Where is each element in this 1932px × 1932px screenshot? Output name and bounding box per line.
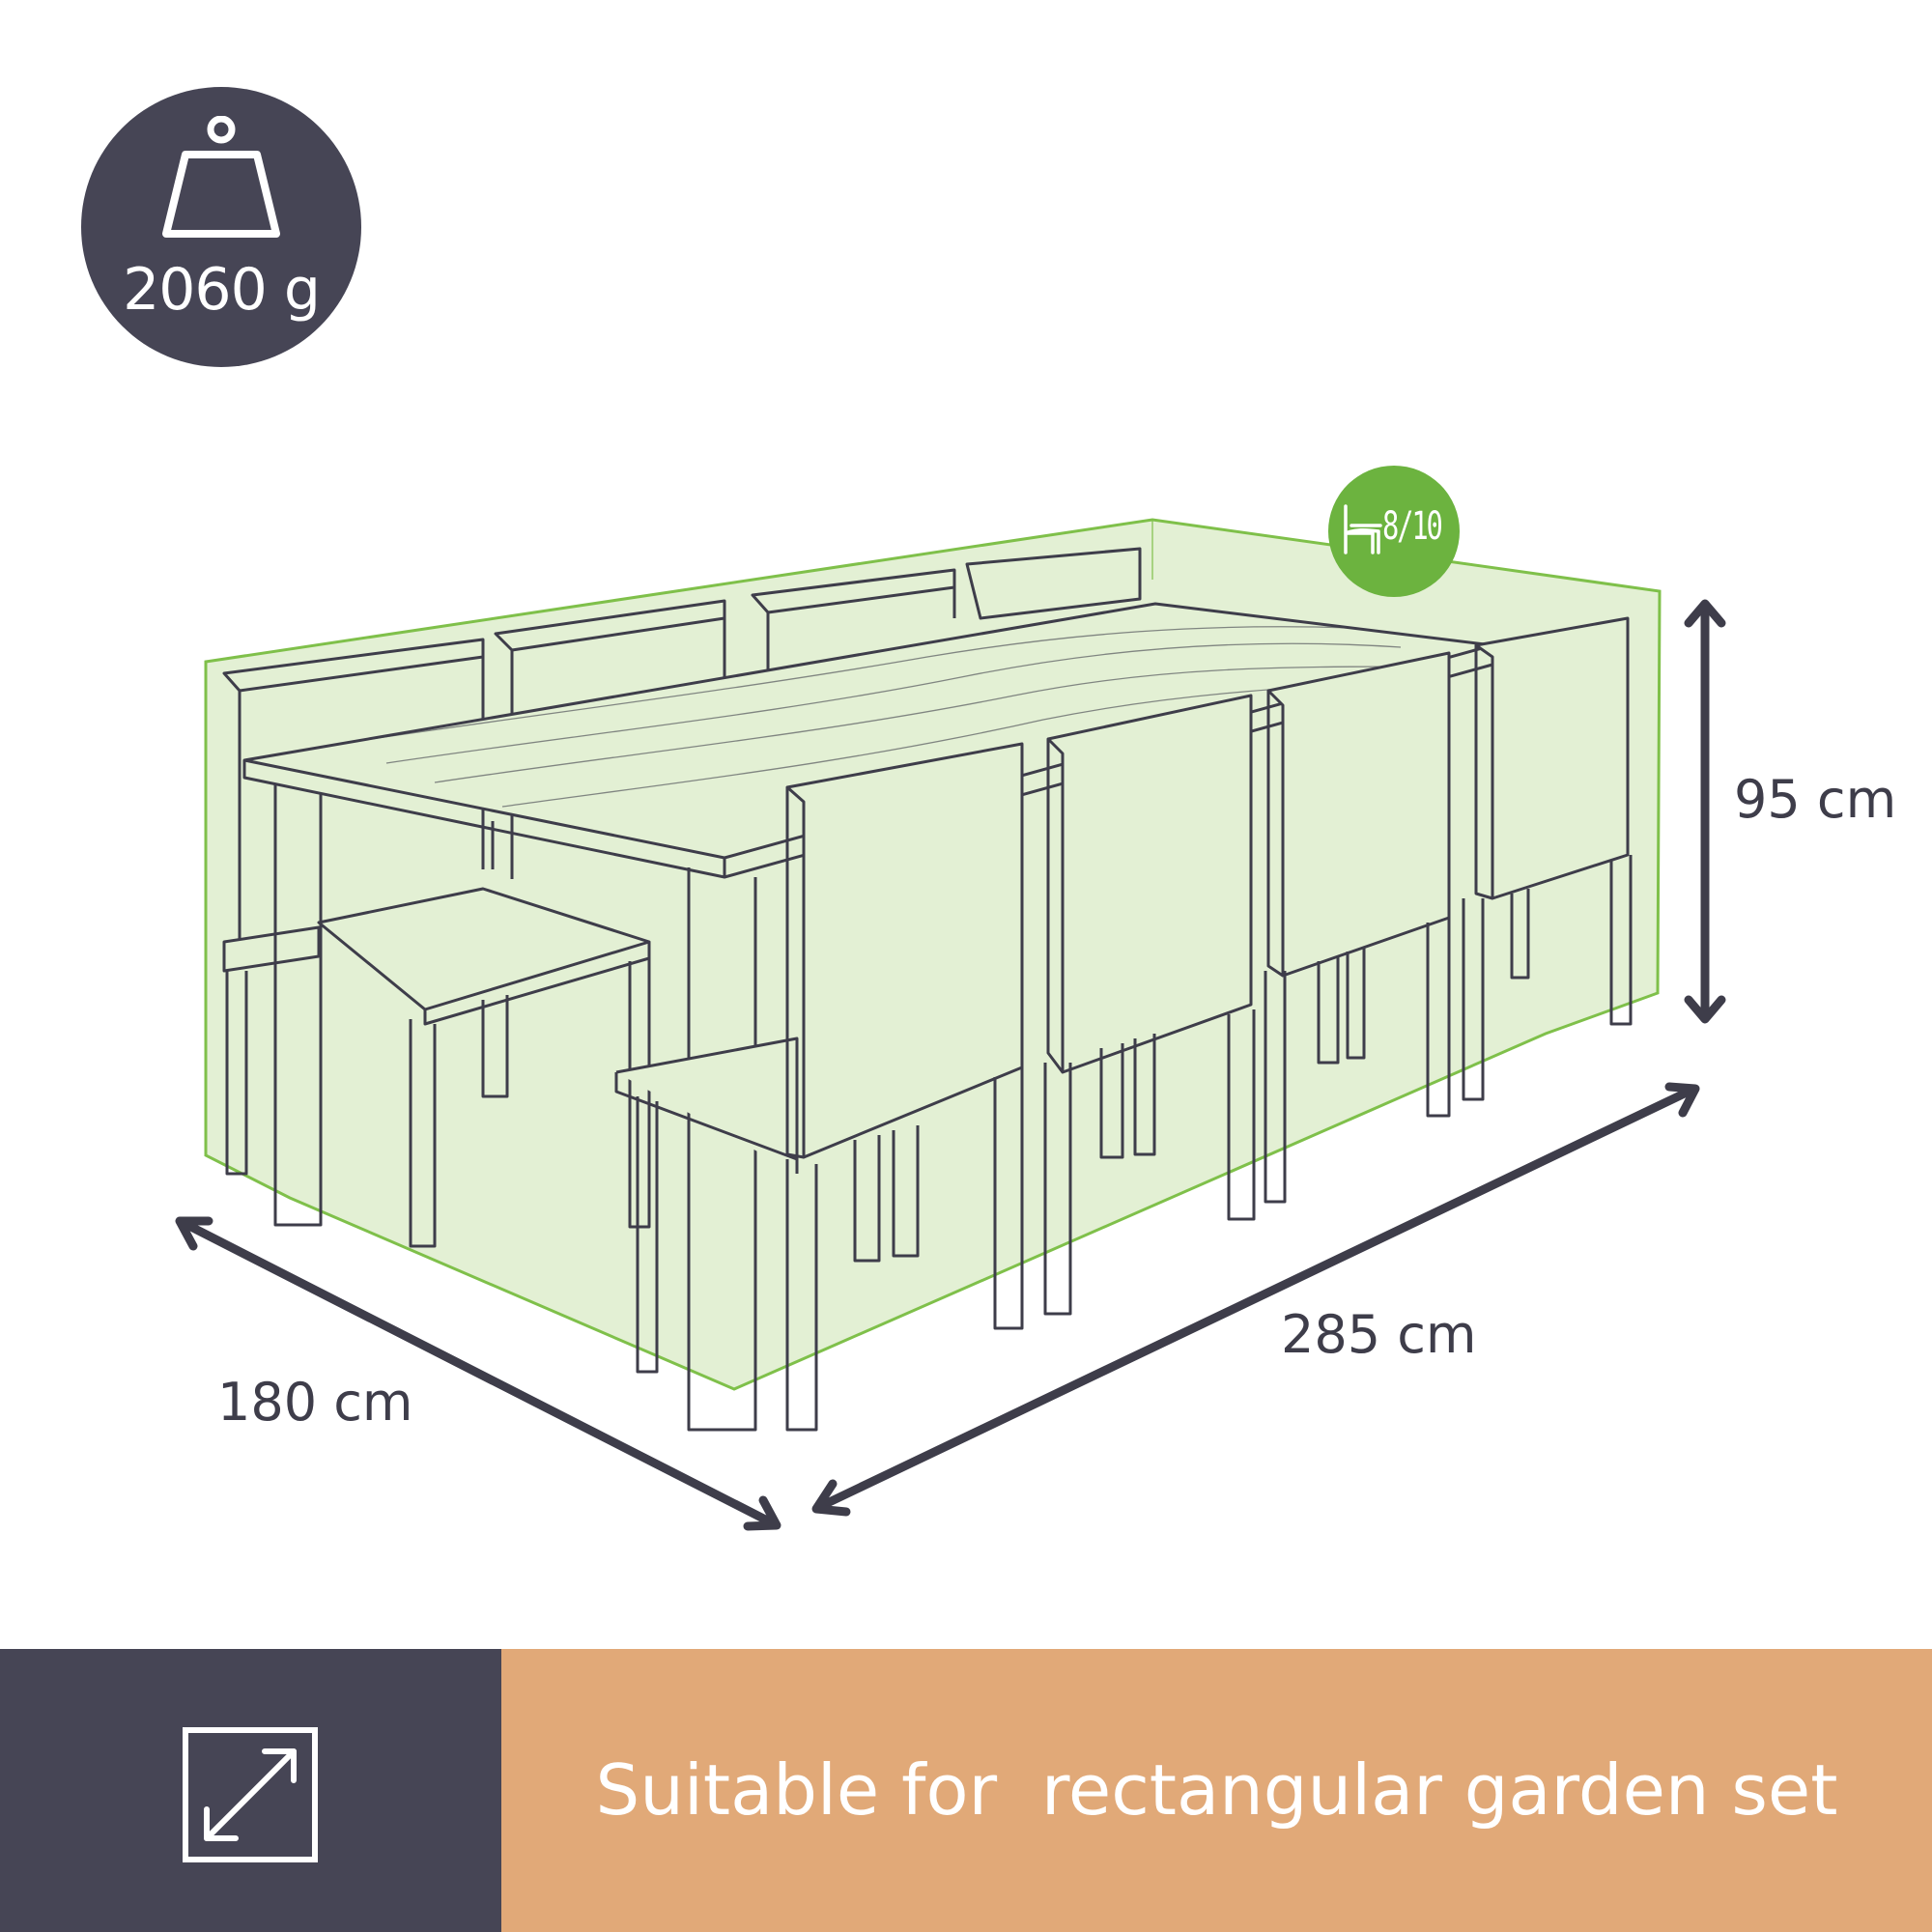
height-arrow [1684, 599, 1726, 1024]
length-dimension-label: 285 cm [1281, 1304, 1477, 1365]
width-arrow [175, 1216, 781, 1531]
back-chair-3 [751, 568, 956, 676]
chair-icon [1344, 504, 1382, 554]
front-chair-3 [1264, 651, 1451, 1204]
resize-diagonal-icon [183, 1727, 318, 1862]
front-chair-2 [1043, 694, 1256, 1316]
seat-capacity-text: 8/10 [1382, 504, 1443, 549]
height-dimension-label: 95 cm [1734, 769, 1897, 830]
back-chair-1 [222, 638, 485, 1176]
footer-description: Suitable for rectangular garden set [595, 1749, 1838, 1831]
weight-badge: 2060 g [81, 87, 361, 367]
footer-icon-panel [0, 1649, 501, 1932]
footer-banner: Suitable for rectangular garden set [501, 1649, 1932, 1932]
back-chair-4 [965, 547, 1142, 620]
seat-capacity-badge: 8/10 [1328, 466, 1460, 597]
weight-value: 2060 g [123, 256, 321, 324]
left-chair-seat [317, 887, 651, 1248]
front-chair-4 [1462, 616, 1633, 1101]
length-arrow [811, 1082, 1700, 1517]
weight-scale-icon [162, 116, 280, 238]
width-dimension-label: 180 cm [217, 1372, 413, 1433]
garden-set-cover-illustration [175, 518, 1726, 1531]
front-chair-1 [614, 742, 1024, 1432]
